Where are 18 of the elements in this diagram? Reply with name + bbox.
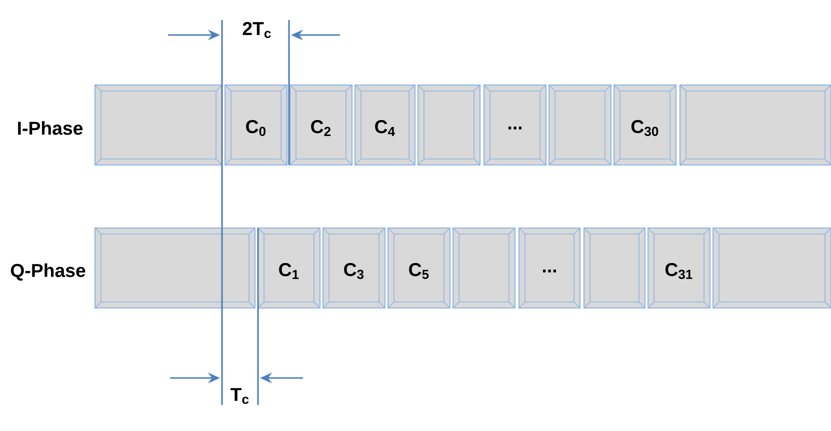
bevel-box: C$_{30}$ [613,84,677,166]
bevel-box: C$_{0}$ [224,84,288,166]
bevel-box: C$_{3}$ [322,227,386,309]
bevel-box: ... [483,84,547,166]
bevel-box: ... [518,227,581,309]
bevel-box [452,227,516,309]
dimension-label: 2T$_{c}$ [242,22,271,38]
bevel-box: C$_{4}$ [354,84,416,166]
bevel-box [417,84,481,166]
bevel-box: C$_{2}$ [289,84,353,166]
bevel-box [548,84,612,166]
bevel-box [583,227,646,309]
bevel-box: C$_{1}$ [257,227,321,309]
bevel-box [679,84,831,166]
bevel-box [712,227,831,309]
bevel-box: C$_{5}$ [387,227,451,309]
bevel-box: C$_{31}$ [647,227,711,309]
dimension-label: T$_{c}$ [230,388,249,404]
